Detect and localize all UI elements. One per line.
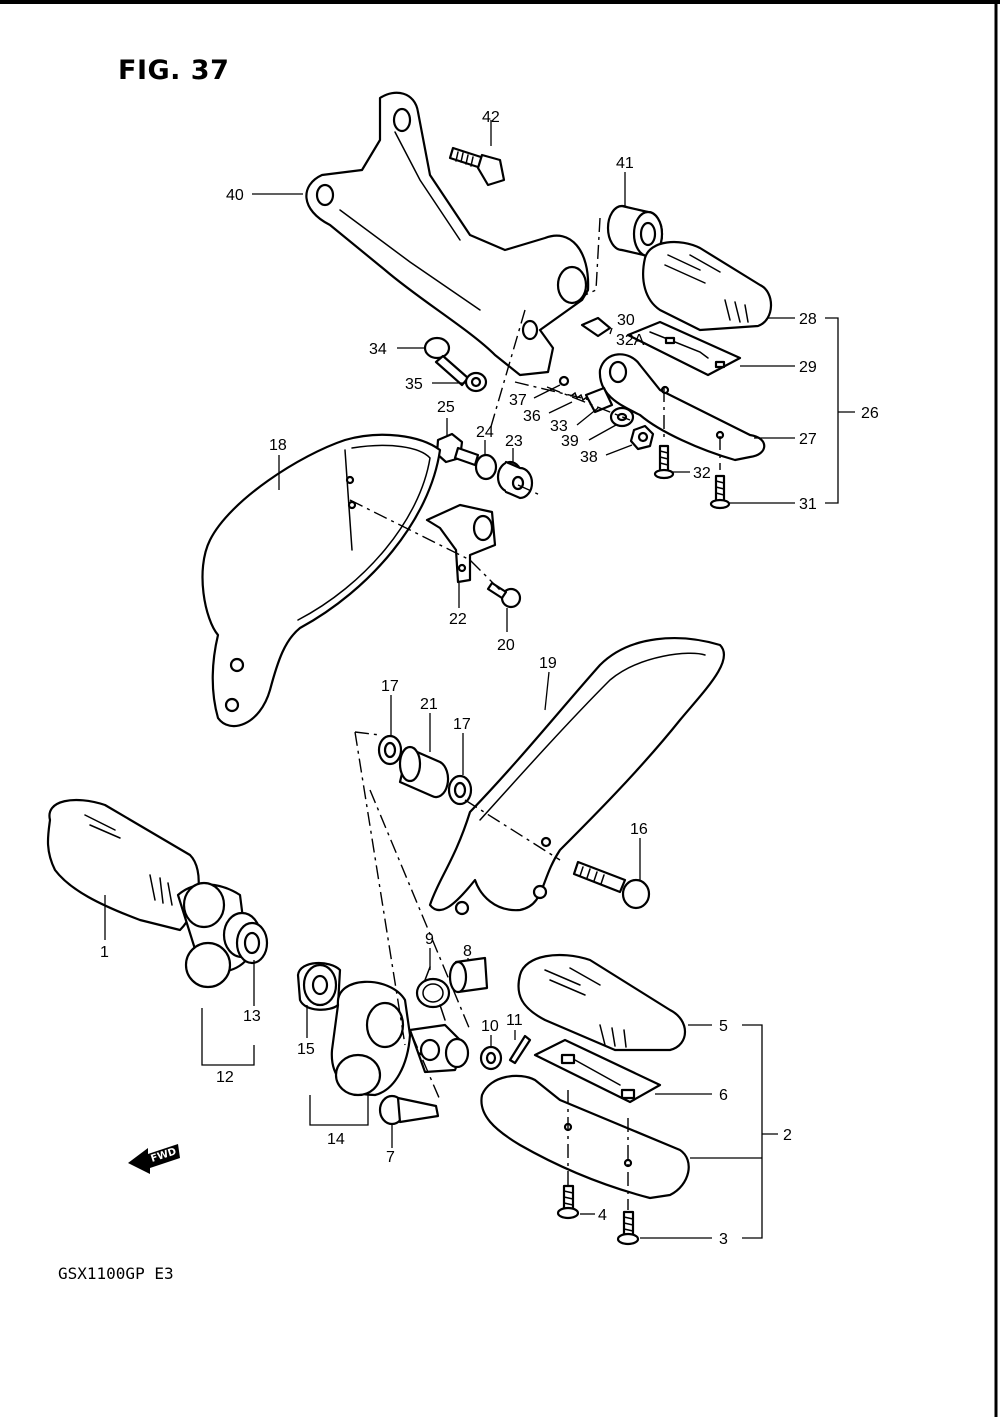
label-9: 9 — [425, 931, 434, 948]
pin-8 — [448, 956, 489, 994]
label-35: 35 — [405, 376, 423, 393]
footpeg-bracket-14 — [330, 980, 412, 1097]
label-38: 38 — [580, 449, 598, 466]
clevis-pin-7 — [378, 1094, 440, 1126]
screw-31 — [709, 474, 731, 510]
label-1: 1 — [100, 944, 109, 961]
label-29: 29 — [799, 359, 817, 376]
label-17a: 17 — [381, 678, 399, 695]
label-24: 24 — [476, 424, 494, 441]
ball-37 — [558, 375, 570, 387]
label-25: 25 — [437, 399, 455, 416]
footpeg-pivot-plate — [408, 1023, 470, 1074]
label-23: 23 — [505, 433, 523, 450]
label-21: 21 — [420, 696, 438, 713]
label-3: 3 — [719, 1231, 728, 1248]
label-34: 34 — [369, 341, 387, 358]
model-code: GSX1100GP E3 — [58, 1264, 174, 1283]
label-26: 26 — [861, 405, 879, 422]
label-40: 40 — [226, 187, 244, 204]
label-2: 2 — [783, 1127, 792, 1144]
bushing-15 — [296, 962, 342, 1011]
rear-footpeg-rubber — [642, 241, 773, 332]
part-number-labels: 1 2 3 4 5 6 7 8 9 10 11 12 13 14 15 16 1… — [100, 109, 879, 1248]
spring-9 — [415, 966, 451, 1021]
fwd-arrow-icon: FWD — [128, 1144, 180, 1174]
label-37: 37 — [509, 392, 527, 409]
label-22: 22 — [449, 611, 467, 628]
spacer-17-left — [377, 734, 403, 766]
label-8: 8 — [463, 943, 472, 960]
detent-plate-33 — [584, 386, 614, 414]
label-4: 4 — [598, 1207, 607, 1224]
figure-title: FIG. 37 — [118, 55, 230, 86]
bracket-22 — [425, 503, 497, 584]
label-32a: 32A — [616, 332, 645, 349]
label-15: 15 — [297, 1041, 315, 1058]
cotter-pin-11 — [508, 1034, 532, 1065]
label-42: 42 — [482, 109, 500, 126]
bolt-16 — [572, 860, 651, 910]
label-19: 19 — [539, 655, 557, 672]
screw-32 — [653, 444, 675, 480]
spring-36 — [570, 391, 588, 402]
collar-24 — [474, 453, 498, 481]
bushing-13 — [222, 911, 269, 965]
label-14: 14 — [327, 1131, 345, 1148]
screw-4 — [556, 1184, 580, 1220]
clip-30 — [580, 316, 612, 338]
assembly-lines — [349, 217, 721, 1210]
label-27: 27 — [799, 431, 817, 448]
heel-guard-18 — [201, 433, 442, 728]
label-33: 33 — [550, 418, 568, 435]
rear-footpeg-plate — [626, 320, 742, 377]
label-41: 41 — [616, 155, 634, 172]
damper-23 — [496, 460, 534, 500]
front-footpeg-rubber-5 — [517, 953, 686, 1052]
label-30: 30 — [617, 312, 635, 329]
pivot-pin-34 — [423, 336, 470, 387]
label-7: 7 — [386, 1149, 395, 1166]
bolt-42 — [448, 146, 506, 187]
spacer-17-right — [447, 774, 473, 806]
label-31: 31 — [799, 496, 817, 513]
label-17b: 17 — [453, 716, 471, 733]
label-5: 5 — [719, 1018, 728, 1035]
collar-21 — [398, 745, 450, 799]
label-32: 32 — [693, 465, 711, 482]
bolt-25 — [435, 432, 480, 467]
label-20: 20 — [497, 637, 515, 654]
label-16: 16 — [630, 821, 648, 838]
front-footpeg-plate-6 — [533, 1038, 662, 1104]
label-13: 13 — [243, 1008, 261, 1025]
screw-20 — [486, 581, 522, 609]
label-28: 28 — [799, 311, 817, 328]
label-10: 10 — [481, 1018, 499, 1035]
label-18: 18 — [269, 437, 287, 454]
label-6: 6 — [719, 1087, 728, 1104]
rear-footrest-bracket — [305, 91, 590, 377]
leader-lines — [104, 120, 855, 1239]
heel-guard-19 — [428, 637, 726, 916]
label-12: 12 — [216, 1069, 234, 1086]
label-11: 11 — [506, 1012, 523, 1029]
label-39: 39 — [561, 433, 579, 450]
screw-3 — [616, 1210, 640, 1246]
label-36: 36 — [523, 408, 541, 425]
front-footpeg-1 — [46, 798, 250, 989]
